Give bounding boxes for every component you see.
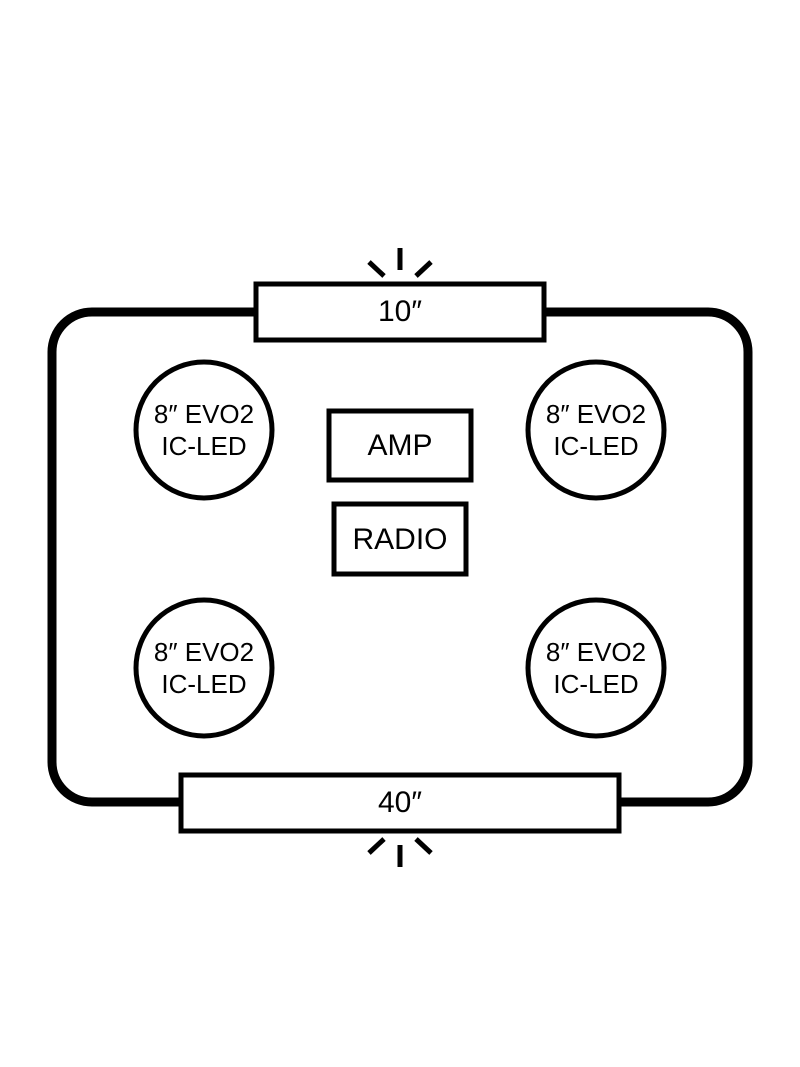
top-glow-ray-left xyxy=(367,260,386,278)
speaker-model-label: 8″ EVO2 xyxy=(546,637,646,667)
bottom-light-bar-label: 40″ xyxy=(378,786,422,819)
speaker-type-label: IC-LED xyxy=(161,669,246,699)
bottom-glow-ray-left xyxy=(367,837,386,855)
amp-label: AMP xyxy=(367,429,432,462)
radio-box: RADIO xyxy=(331,501,469,577)
speaker-circle xyxy=(525,597,667,739)
top-light-bar-box xyxy=(253,281,547,343)
speaker-bottom-left: 8″ EVO2 IC-LED xyxy=(133,597,275,739)
amp-box-outline xyxy=(326,408,474,483)
amp-box: AMP xyxy=(326,408,474,483)
bottom-glow-icon xyxy=(367,837,433,867)
top-glow-ray-right xyxy=(414,260,433,278)
bottom-glow-ray-right xyxy=(414,837,433,855)
speaker-top-right: 8″ EVO2 IC-LED xyxy=(525,359,667,501)
speaker-type-label: IC-LED xyxy=(553,669,638,699)
speaker-bottom-right: 8″ EVO2 IC-LED xyxy=(525,597,667,739)
speaker-type-label: IC-LED xyxy=(553,431,638,461)
speaker-model-label: 8″ EVO2 xyxy=(154,637,254,667)
top-light-bar-label: 10″ xyxy=(378,295,422,328)
speaker-model-label: 8″ EVO2 xyxy=(154,399,254,429)
radio-label: RADIO xyxy=(352,523,447,556)
bottom-light-bar-box xyxy=(178,772,622,834)
speaker-circle xyxy=(525,359,667,501)
top-glow-icon xyxy=(367,248,433,278)
bottom-light-bar: 40″ xyxy=(178,772,622,834)
speaker-circle xyxy=(133,359,275,501)
speaker-model-label: 8″ EVO2 xyxy=(546,399,646,429)
speaker-top-left: 8″ EVO2 IC-LED xyxy=(133,359,275,501)
radio-box-outline xyxy=(331,501,469,577)
top-light-bar: 10″ xyxy=(253,281,547,343)
speaker-circle xyxy=(133,597,275,739)
speaker-type-label: IC-LED xyxy=(161,431,246,461)
